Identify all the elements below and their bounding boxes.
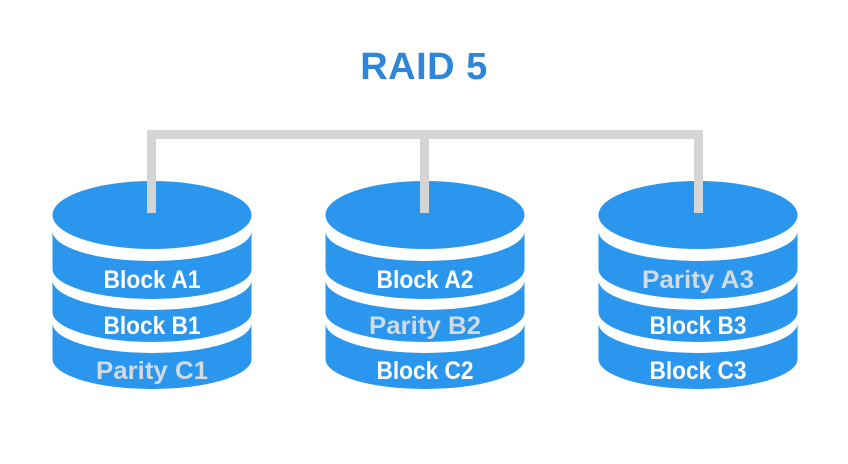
disk-row-label: Block C2 — [377, 357, 474, 385]
disk-row-label: Block A1 — [104, 266, 201, 294]
disk-band — [598, 231, 798, 299]
connector-drop-line-2 — [420, 130, 429, 213]
connector-drop-line-1 — [147, 130, 156, 213]
disk-cylinder-2: Block A2 Parity B2 Block C2 — [325, 181, 525, 389]
disk-band — [598, 280, 798, 342]
disk-row-label: Block B3 — [650, 312, 747, 340]
disk-row-label: Parity B2 — [369, 312, 481, 340]
disk-row-label: Parity A3 — [642, 266, 754, 294]
disk-band — [52, 280, 252, 342]
diagram-title: RAID 5 — [360, 46, 488, 88]
disk-band — [598, 323, 798, 389]
disk-band — [52, 231, 252, 299]
disk-band — [52, 323, 252, 389]
disk-cylinder-3: Parity A3 Block B3 Block C3 — [598, 181, 798, 389]
disk-top-ellipse — [325, 181, 525, 249]
disk-band — [325, 280, 525, 342]
disk-top-ellipse — [598, 181, 798, 249]
disk-row-label: Parity C1 — [96, 357, 208, 385]
disk-row-label: Block C3 — [650, 357, 747, 385]
disk-band — [325, 323, 525, 389]
disk-row-label: Block A2 — [377, 266, 474, 294]
disk-top-ellipse — [52, 181, 252, 249]
disk-band — [325, 231, 525, 299]
disk-cylinder-1: Block A1 Block B1 Parity C1 — [52, 181, 252, 389]
connector-drop-line-3 — [694, 130, 703, 213]
disk-row-label: Block B1 — [104, 312, 201, 340]
